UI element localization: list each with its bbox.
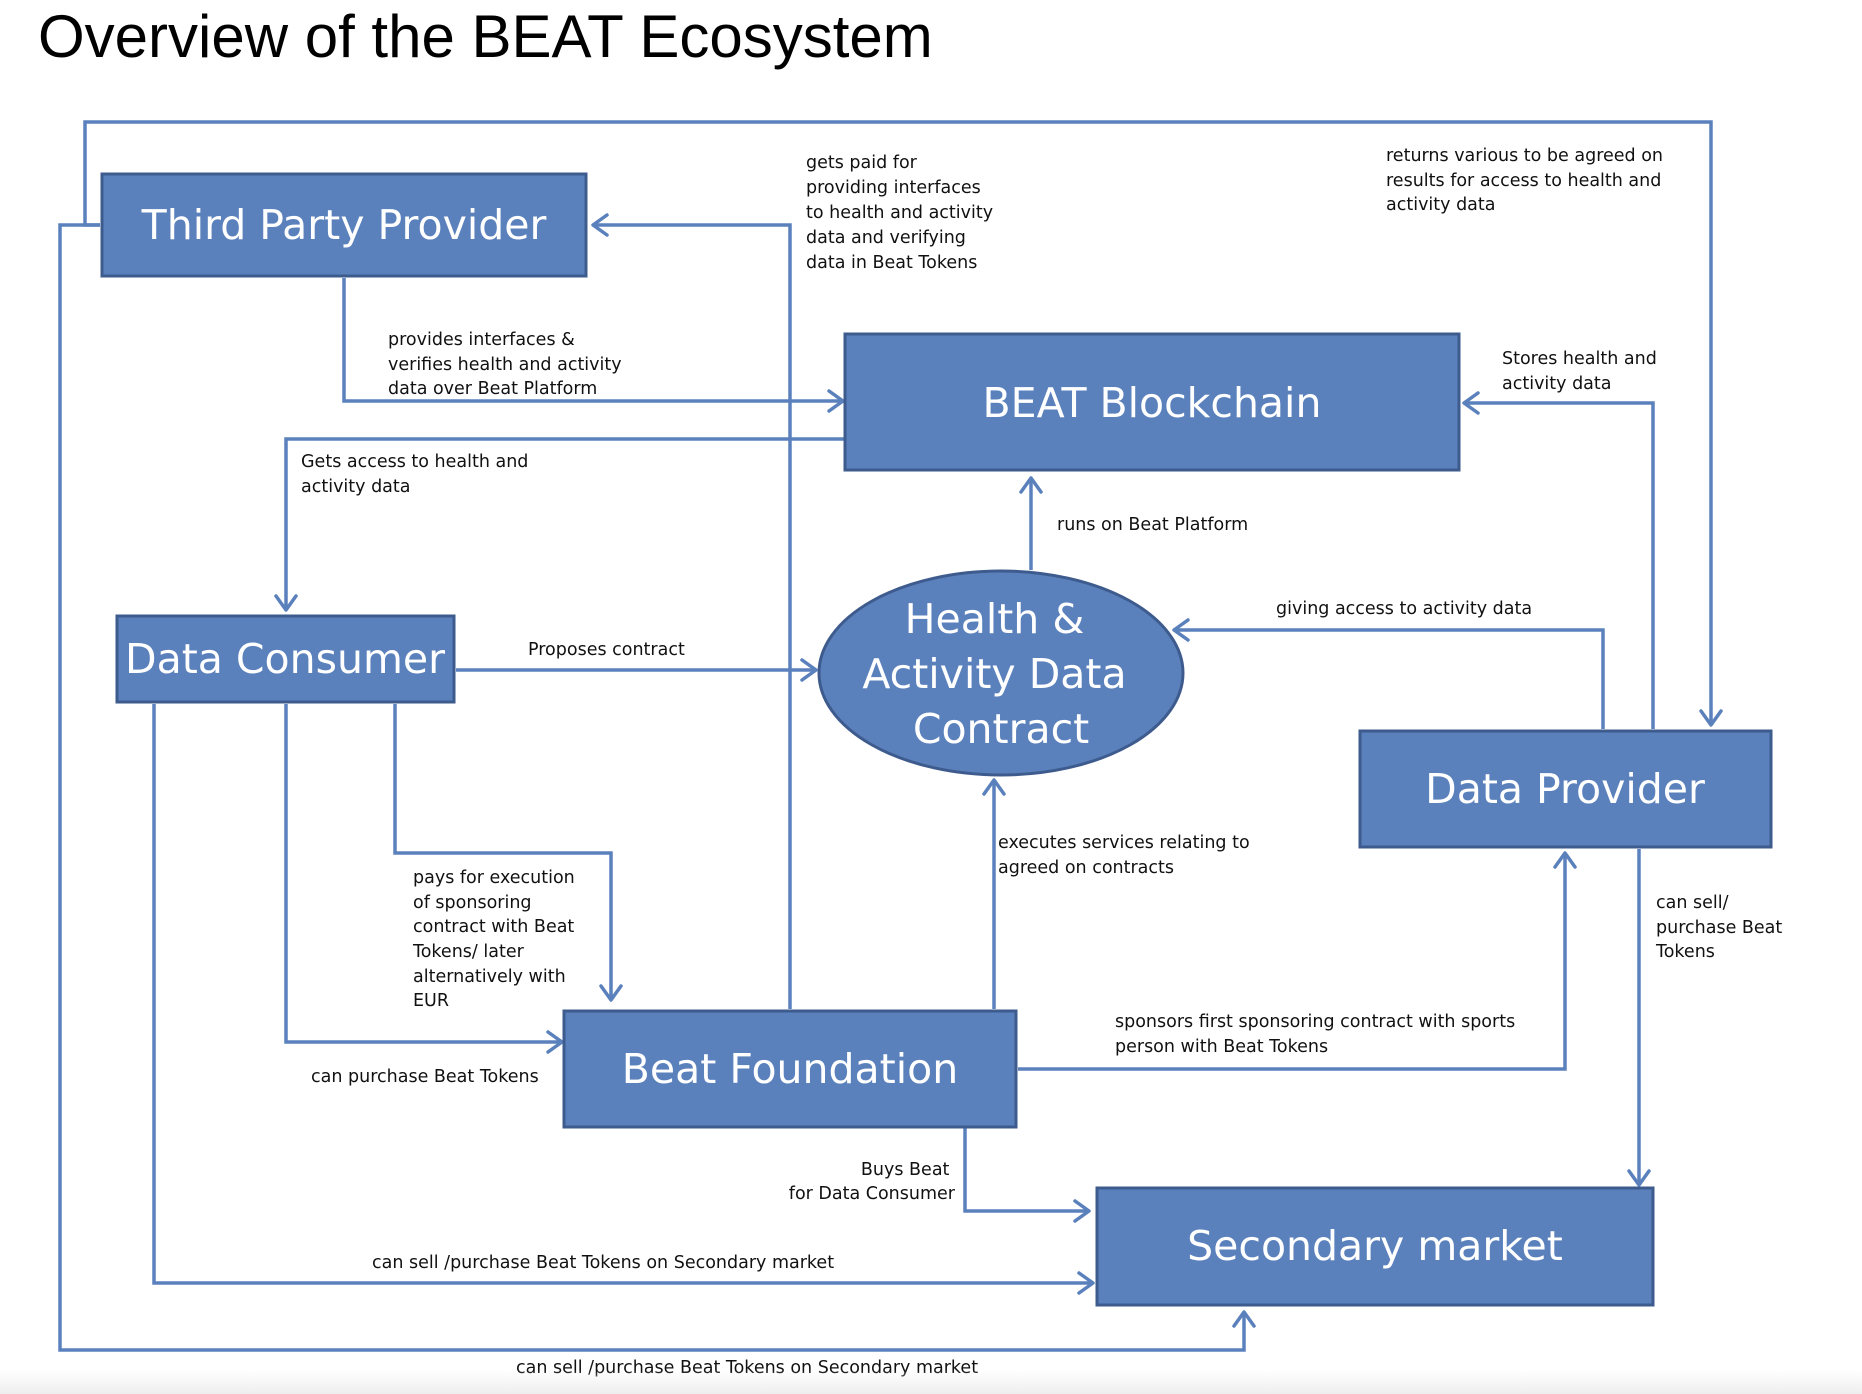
arrowhead-right — [827, 389, 845, 413]
arrowhead-down — [1699, 709, 1723, 727]
edge-label-consumer-to-contract: Proposes contract — [528, 640, 685, 660]
arrowhead-down — [274, 594, 298, 612]
arrowhead-left — [591, 213, 609, 237]
edge-consumer-pays-foundation — [393, 704, 613, 1000]
node-label: Secondary market — [1187, 1222, 1563, 1270]
edge-provider-to-blockchain — [1464, 401, 1655, 729]
arrowhead-right — [1073, 1199, 1091, 1223]
edge-label-tpp-to-blockchain: provides interfaces & verifies health an… — [388, 330, 627, 399]
node-secondary-market: Secondary market — [1095, 1186, 1655, 1307]
arrowhead-right — [800, 658, 818, 682]
edge-label-consumer-to-market: can sell /purchase Beat Tokens on Second… — [372, 1253, 834, 1273]
node-beat-foundation: Beat Foundation — [562, 1009, 1018, 1129]
node-data-consumer: Data Consumer — [115, 614, 456, 704]
node-label: Data Provider — [1425, 765, 1705, 813]
bottom-fade — [0, 1370, 1862, 1394]
arrowhead-down — [599, 984, 623, 1002]
edge-consumer-to-market — [152, 704, 1093, 1285]
node-label: Beat Foundation — [622, 1045, 958, 1093]
arrowhead-down — [1627, 1169, 1651, 1187]
edge-label-top-to-provider: returns various to be agreed on results … — [1386, 146, 1669, 215]
edge-label-contract-to-blockchain: runs on Beat Platform — [1057, 515, 1248, 535]
arrowhead-up — [1019, 476, 1043, 494]
edge-foundation-to-provider — [1018, 853, 1567, 1071]
arrowhead-up — [982, 778, 1006, 796]
node-label: Health & Activity Data Contract — [862, 595, 1139, 753]
arrowheads — [274, 213, 1723, 1328]
arrowhead-right — [546, 1030, 564, 1054]
edge-label-provider-to-contract: giving access to activity data — [1276, 599, 1532, 619]
edge-label-provider-to-blockchain: Stores health and activity data — [1502, 349, 1662, 394]
edge-tpp-to-blockchain — [342, 278, 843, 403]
arrowhead-left — [1462, 391, 1480, 415]
edge-label-foundation-to-contract: executes services relating to agreed on … — [998, 833, 1255, 878]
edge-label-foundation-to-market: Buys Beat for Data Consumer — [789, 1160, 956, 1204]
edge-label-foundation-to-tpp: gets paid for providing interfaces to he… — [806, 153, 999, 273]
node-health-activity-data-contract: Health & Activity Data Contract — [817, 569, 1185, 777]
edge-consumer-purchases-foundation — [284, 704, 562, 1044]
node-label: BEAT Blockchain — [983, 379, 1322, 427]
edge-provider-to-contract — [1174, 628, 1605, 729]
node-beat-blockchain: BEAT Blockchain — [843, 332, 1461, 472]
edges — [58, 120, 1713, 1352]
node-label: Data Consumer — [125, 635, 445, 683]
edge-foundation-to-tpp — [593, 223, 792, 1009]
page-title: Overview of the BEAT Ecosystem — [38, 3, 933, 70]
arrowhead-up — [1232, 1310, 1256, 1328]
arrowhead-up — [1553, 851, 1577, 869]
edge-foundation-to-market — [963, 1128, 1089, 1213]
edge-blockchain-to-consumer — [284, 437, 845, 610]
edge-label-blockchain-to-consumer: Gets access to health and activity data — [301, 452, 534, 497]
arrowhead-left — [1172, 618, 1190, 642]
edge-label-provider-to-market: can sell/ purchase Beat Tokens — [1655, 893, 1788, 962]
node-data-provider: Data Provider — [1358, 729, 1773, 849]
arrowhead-right — [1077, 1271, 1095, 1295]
node-third-party-provider: Third Party Provider — [100, 172, 588, 278]
edge-tpp-to-market — [58, 223, 1246, 1352]
edge-label-consumer-purchases-foundation: can purchase Beat Tokens — [311, 1067, 539, 1087]
edge-label-foundation-to-provider: sponsors first sponsoring contract with … — [1115, 1012, 1521, 1057]
edge-label-consumer-pays-foundation: pays for execution of sponsoring contrac… — [412, 868, 580, 1011]
node-label: Third Party Provider — [141, 201, 547, 249]
